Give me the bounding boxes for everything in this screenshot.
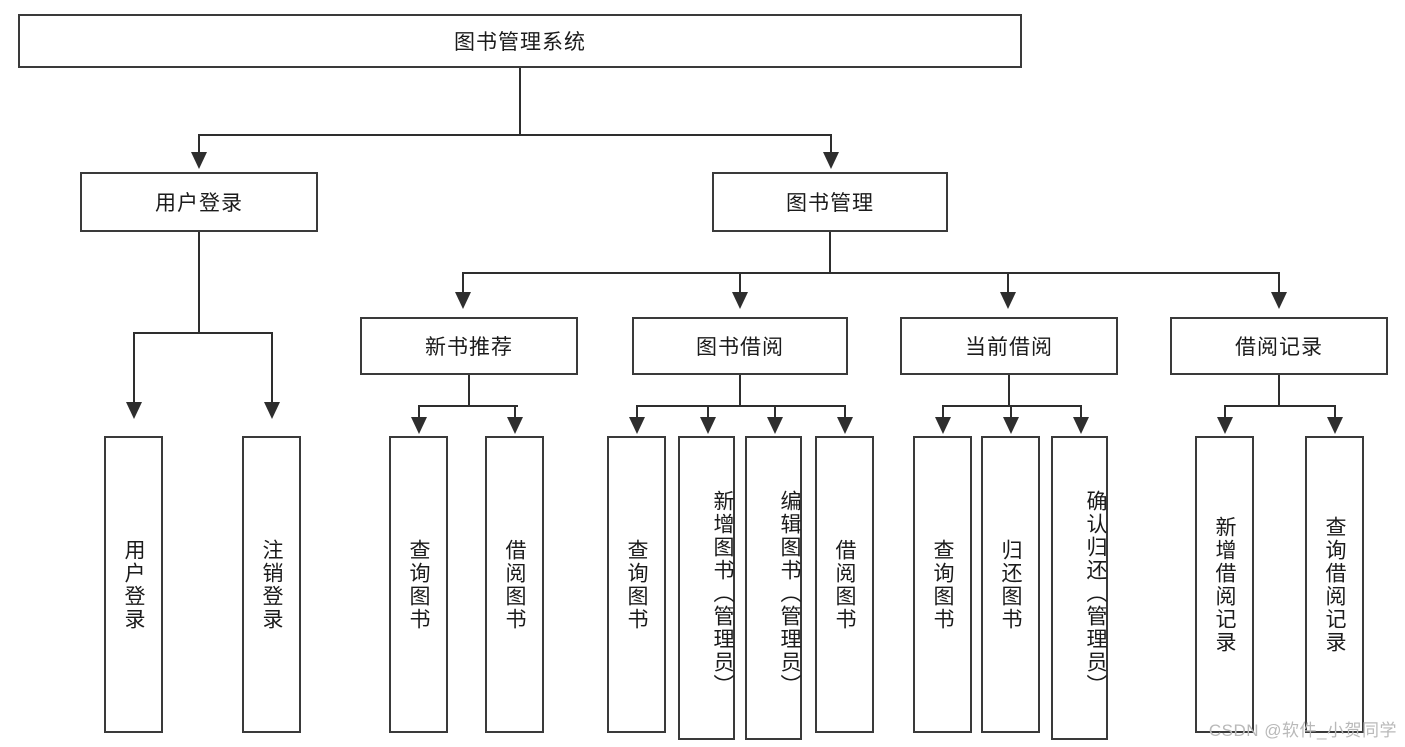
connector-borrow-record-drop-2	[1334, 405, 1336, 419]
connector-new-book-stem	[468, 375, 470, 407]
arrowhead-book-borrow-leaf-3	[767, 417, 783, 434]
arrowhead-borrow-record-leaf-2	[1327, 417, 1343, 434]
node-label: 图书管理	[786, 192, 874, 215]
node-label: 借阅图书	[833, 538, 856, 631]
node-label: 查询图书	[407, 538, 430, 631]
connector-root-to-book-manage	[830, 134, 832, 154]
connector-root-to-user-login	[198, 134, 200, 154]
connector-current-borrow-drop-1	[942, 405, 944, 419]
node-label: 用户登录	[122, 538, 145, 631]
arrowhead-root-to-book-manage	[823, 152, 839, 169]
node-label: 当前借阅	[965, 336, 1053, 359]
arrowhead-book-borrow-leaf-4	[837, 417, 853, 434]
connector-book-borrow-drop-3	[774, 405, 776, 419]
node-label: 新增借阅记录	[1213, 515, 1236, 654]
leaf-user-login-1[interactable]: 用户登录	[104, 436, 163, 733]
leaf-book-borrow-3[interactable]: 编辑图书（管理员）	[745, 436, 802, 740]
connector-root-bus	[198, 134, 832, 136]
watermark-text: CSDN @软件_小贺同学	[1208, 721, 1397, 740]
node-book-manage[interactable]: 图书管理	[712, 172, 948, 232]
node-label: 新增图书（管理员）	[711, 489, 734, 697]
connector-borrow-record-stem	[1278, 375, 1280, 407]
arrowhead-borrow-record-leaf-1	[1217, 417, 1233, 434]
leaf-book-borrow-2[interactable]: 新增图书（管理员）	[678, 436, 735, 740]
node-current-borrow[interactable]: 当前借阅	[900, 317, 1118, 375]
arrowhead-borrow-record	[1271, 292, 1287, 309]
node-label: 确认归还（管理员）	[1084, 489, 1107, 697]
connector-new-book-bus	[418, 405, 518, 407]
connector-current-borrow-stem	[1008, 375, 1010, 407]
node-book-borrow[interactable]: 图书借阅	[632, 317, 848, 375]
arrowhead-user-login-leaf-2	[264, 402, 280, 419]
node-label: 用户登录	[155, 192, 243, 215]
node-user-login[interactable]: 用户登录	[80, 172, 318, 232]
node-label: 图书管理系统	[454, 31, 586, 54]
connector-book-manage-bus	[462, 272, 1280, 274]
connector-current-borrow-drop-2	[1010, 405, 1012, 419]
node-label: 借阅图书	[503, 538, 526, 631]
connector-user-login-bus	[133, 332, 273, 334]
leaf-new-book-2[interactable]: 借阅图书	[485, 436, 544, 733]
node-label: 查询图书	[931, 538, 954, 631]
connector-root-stem	[519, 68, 521, 136]
connector-new-book-drop-2	[514, 405, 516, 419]
connector-user-login-drop-2	[271, 332, 273, 404]
connector-book-borrow-stem	[739, 375, 741, 407]
arrowhead-new-book	[455, 292, 471, 309]
node-label: 编辑图书（管理员）	[778, 489, 801, 697]
connector-book-borrow-drop-2	[707, 405, 709, 419]
node-root-system[interactable]: 图书管理系统	[18, 14, 1022, 68]
connector-current-borrow-drop-3	[1080, 405, 1082, 419]
arrowhead-current-borrow-leaf-3	[1073, 417, 1089, 434]
arrowhead-book-borrow	[732, 292, 748, 309]
node-label: 查询图书	[625, 538, 648, 631]
connector-new-book-drop-1	[418, 405, 420, 419]
arrowhead-new-book-leaf-2	[507, 417, 523, 434]
arrowhead-current-borrow	[1000, 292, 1016, 309]
node-label: 图书借阅	[696, 336, 784, 359]
leaf-book-borrow-4[interactable]: 借阅图书	[815, 436, 874, 733]
arrowhead-root-to-user-login	[191, 152, 207, 169]
connector-borrow-record-drop-1	[1224, 405, 1226, 419]
connector-user-login-drop-1	[133, 332, 135, 404]
leaf-book-borrow-1[interactable]: 查询图书	[607, 436, 666, 733]
leaf-user-login-2[interactable]: 注销登录	[242, 436, 301, 733]
connector-user-login-stem	[198, 232, 200, 334]
node-label: 查询借阅记录	[1323, 515, 1346, 654]
connector-book-borrow-bus	[636, 405, 844, 407]
connector-book-borrow-drop-4	[844, 405, 846, 419]
connector-book-manage-drop-3	[1007, 272, 1009, 294]
leaf-borrow-record-1[interactable]: 新增借阅记录	[1195, 436, 1254, 733]
leaf-current-borrow-2[interactable]: 归还图书	[981, 436, 1040, 733]
leaf-new-book-1[interactable]: 查询图书	[389, 436, 448, 733]
arrowhead-current-borrow-leaf-2	[1003, 417, 1019, 434]
connector-book-manage-drop-2	[739, 272, 741, 294]
arrowhead-user-login-leaf-1	[126, 402, 142, 419]
leaf-current-borrow-1[interactable]: 查询图书	[913, 436, 972, 733]
connector-book-manage-drop-1	[462, 272, 464, 294]
node-borrow-record[interactable]: 借阅记录	[1170, 317, 1388, 375]
arrowhead-book-borrow-leaf-2	[700, 417, 716, 434]
arrowhead-new-book-leaf-1	[411, 417, 427, 434]
leaf-borrow-record-2[interactable]: 查询借阅记录	[1305, 436, 1364, 733]
node-label: 借阅记录	[1235, 336, 1323, 359]
connector-book-borrow-drop-1	[636, 405, 638, 419]
connector-borrow-record-bus	[1224, 405, 1336, 407]
node-label: 注销登录	[260, 538, 283, 631]
arrowhead-book-borrow-leaf-1	[629, 417, 645, 434]
node-label: 新书推荐	[425, 336, 513, 359]
node-label: 归还图书	[999, 538, 1022, 631]
connector-book-manage-stem	[829, 232, 831, 274]
leaf-current-borrow-3[interactable]: 确认归还（管理员）	[1051, 436, 1108, 740]
node-new-book-recommend[interactable]: 新书推荐	[360, 317, 578, 375]
connector-book-manage-drop-4	[1278, 272, 1280, 294]
arrowhead-current-borrow-leaf-1	[935, 417, 951, 434]
